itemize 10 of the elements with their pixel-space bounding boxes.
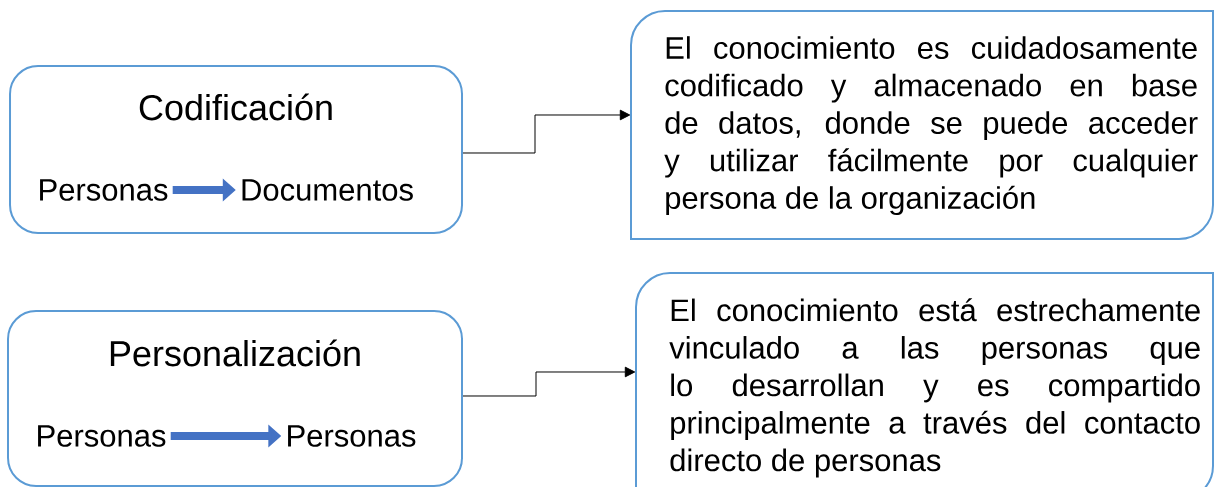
text-label: Personas (38, 425, 166, 447)
box-heading: Codificación (139, 93, 332, 121)
arrow (462, 109, 631, 154)
text-label: Personas (288, 425, 416, 447)
description-box: El conocimiento es cuidadosamente codificado y almacenado en base de datos, donde se puede acceder y utilizar fácilmente por cualquier persona de la organización (630, 10, 1214, 240)
arrow (462, 366, 636, 397)
text-label: Documentos (242, 179, 413, 201)
box-heading: Personalización (110, 339, 360, 367)
text-label: Personas (40, 179, 168, 201)
description-box: El conocimiento está estrechamente vinculado a las personas que lo desarrollan y es compartido principalmente a través del contacto directo de personas (635, 272, 1214, 487)
